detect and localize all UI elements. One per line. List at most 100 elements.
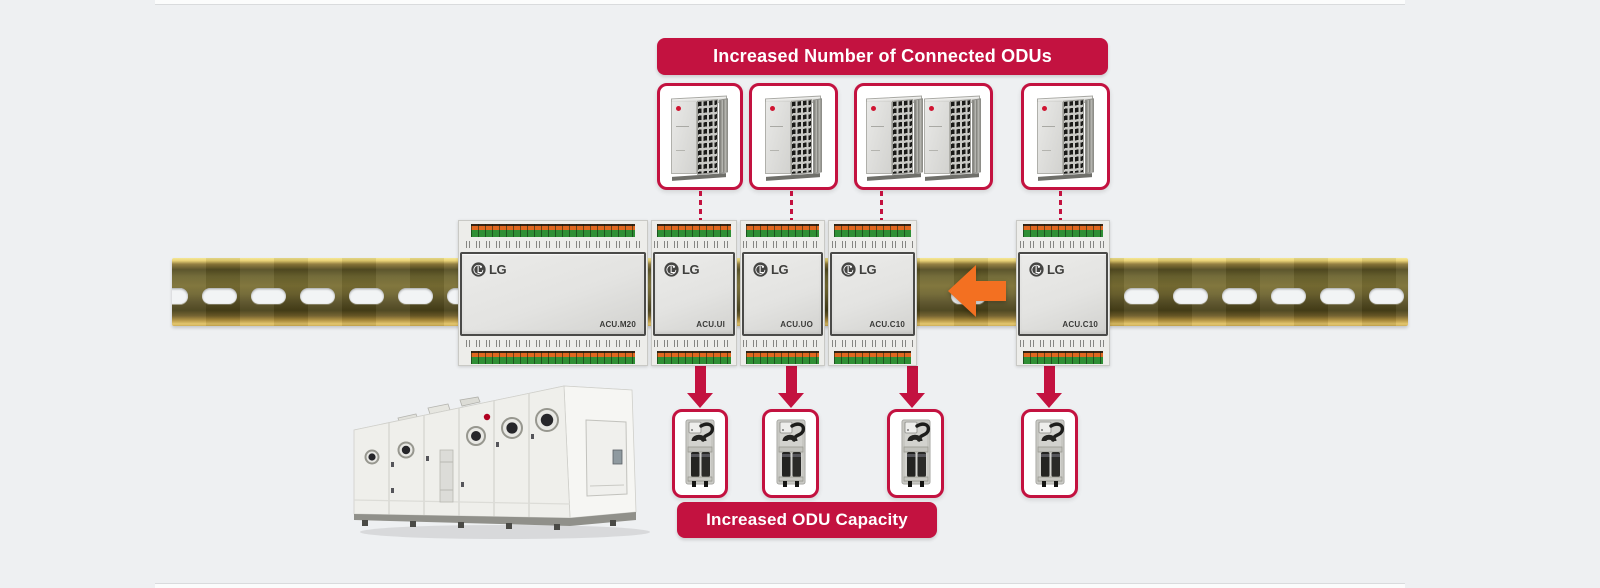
lg-logo-dot xyxy=(769,105,775,111)
connector-dashed-line xyxy=(1059,191,1062,221)
odu-label-line xyxy=(928,149,938,151)
odu-label-line xyxy=(769,149,779,151)
lg-logo-text: LG xyxy=(1047,262,1065,277)
top-edge-strip xyxy=(155,0,1405,5)
bottom-edge-strip xyxy=(155,583,1405,588)
odu-unit xyxy=(923,92,983,182)
arrow-head xyxy=(899,393,925,408)
odu-label-line xyxy=(676,149,685,151)
lg-logo-dot xyxy=(1041,105,1047,111)
odu-group-4 xyxy=(1021,83,1110,190)
rail-slot xyxy=(1271,288,1306,304)
lg-logo-dot xyxy=(928,105,934,111)
lg-symbol-icon xyxy=(841,262,856,277)
arrow-head xyxy=(778,393,804,408)
lg-logo: LG xyxy=(664,262,700,277)
lg-logo: LG xyxy=(753,262,789,277)
arrow-head xyxy=(1036,393,1062,408)
ahu-image xyxy=(353,385,650,539)
down-arrow-icon xyxy=(687,366,713,408)
rail-slot xyxy=(251,288,286,304)
lg-logo: LG xyxy=(1029,262,1065,277)
lg-logo: LG xyxy=(841,262,877,277)
module-model-label: ACU.UO xyxy=(780,320,813,329)
odu-grille xyxy=(790,98,812,175)
rail-slot xyxy=(349,288,384,304)
terminal-strip-bottom xyxy=(834,351,911,364)
rail-slot xyxy=(1124,288,1159,304)
din-module-acu-uo: LG ACU.UO xyxy=(740,220,825,366)
connector-dashed-line xyxy=(880,191,883,221)
terminal-markings-top xyxy=(465,239,641,250)
module-model-label: ACU.UI xyxy=(696,320,725,329)
odu-label-line xyxy=(769,125,783,127)
valve-kit-2 xyxy=(762,409,819,498)
terminal-markings-bottom xyxy=(1019,338,1107,349)
lg-logo: LG xyxy=(471,262,507,277)
lg-logo-dot xyxy=(676,105,681,111)
odu-group-2 xyxy=(749,83,838,190)
connector-dashed-line xyxy=(699,191,702,221)
lg-logo-text: LG xyxy=(859,262,877,277)
odu-front-panel xyxy=(1036,101,1063,174)
arrow-shaft xyxy=(906,366,918,393)
down-arrow-icon xyxy=(899,366,925,408)
odu-front-panel xyxy=(865,101,892,174)
terminal-strip-top xyxy=(1022,224,1104,237)
lg-symbol-icon xyxy=(1029,262,1044,277)
odu-group-1 xyxy=(657,83,743,190)
odu-label-line xyxy=(1041,149,1051,151)
terminal-markings-bottom xyxy=(831,338,914,349)
top-banner: Increased Number of Connected ODUs xyxy=(657,38,1108,75)
rail-slot xyxy=(1222,288,1257,304)
module-model-label: ACU.C10 xyxy=(1062,320,1098,329)
din-module-acu-c10: LG ACU.C10 xyxy=(828,220,917,366)
lg-symbol-icon xyxy=(471,262,486,277)
lg-logo-text: LG xyxy=(771,262,789,277)
valve-kit-4 xyxy=(1021,409,1078,498)
valve-kit-1 xyxy=(672,409,728,498)
terminal-strip-top xyxy=(657,224,731,237)
module-faceplate: LG ACU.C10 xyxy=(830,252,915,336)
terminal-strip-top xyxy=(745,224,820,237)
odu-label-line xyxy=(870,125,884,127)
odu-side-fins xyxy=(812,97,822,174)
rail-slot xyxy=(172,288,188,304)
arrow-shaft xyxy=(1043,366,1055,393)
arrow-left-icon xyxy=(948,265,1006,317)
module-faceplate: LG ACU.M20 xyxy=(460,252,646,336)
connector-dashed-line xyxy=(790,191,793,221)
terminal-markings-top xyxy=(743,239,822,250)
odu-label-line xyxy=(870,149,880,151)
odu-unit xyxy=(670,92,730,182)
din-module-acu-m20: LG ACU.M20 xyxy=(458,220,648,366)
terminal-strip-top xyxy=(834,224,911,237)
down-arrow-icon xyxy=(1036,366,1062,408)
rail-slot xyxy=(1320,288,1355,304)
odu-group-3 xyxy=(854,83,993,190)
odu-unit xyxy=(764,92,824,182)
odu-label-line xyxy=(676,125,689,127)
module-faceplate: LG ACU.UO xyxy=(742,252,823,336)
odu-unit xyxy=(865,92,925,182)
terminal-markings-top xyxy=(654,239,734,250)
terminal-strip-bottom xyxy=(471,351,635,364)
terminal-strip-top xyxy=(471,224,635,237)
rail-slot xyxy=(202,288,237,304)
odu-grille xyxy=(891,98,913,175)
odu-grille xyxy=(949,98,971,175)
module-model-label: ACU.C10 xyxy=(869,320,905,329)
terminal-markings-bottom xyxy=(465,338,641,349)
terminal-markings-top xyxy=(1019,239,1107,250)
valve-kit-3 xyxy=(887,409,944,498)
terminal-markings-top xyxy=(831,239,914,250)
arrow-shaft xyxy=(694,366,706,393)
odu-front-panel xyxy=(671,101,697,174)
odu-side-fins xyxy=(1084,97,1094,174)
module-faceplate: LG ACU.C10 xyxy=(1018,252,1108,336)
odu-side-fins xyxy=(971,97,981,174)
lg-logo-text: LG xyxy=(682,262,700,277)
odu-side-fins xyxy=(719,97,728,174)
odu-grille xyxy=(697,98,718,175)
odu-unit xyxy=(1036,92,1096,182)
